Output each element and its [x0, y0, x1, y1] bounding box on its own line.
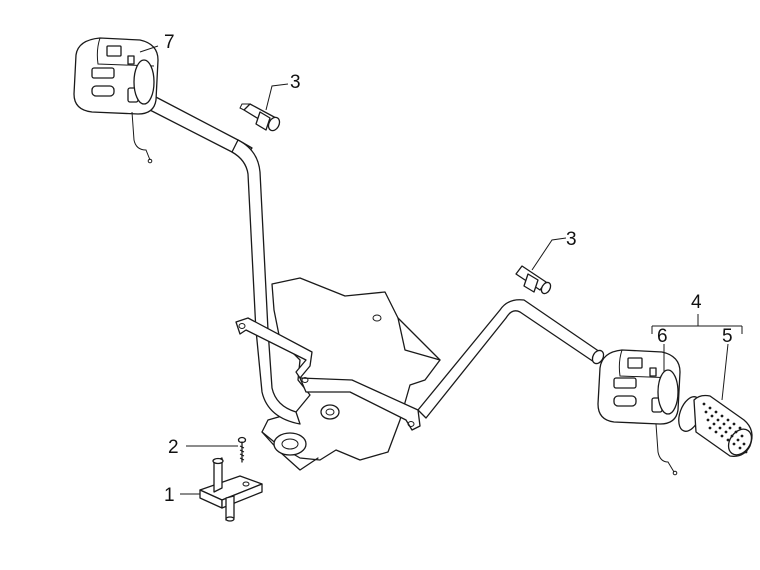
bar-end-weight-lower: [515, 265, 552, 295]
clamp-bracket: [199, 457, 263, 522]
grip-dot: [712, 422, 716, 426]
grip-dot: [704, 410, 708, 414]
callout-5: 5: [722, 326, 733, 347]
grip-dot: [742, 442, 746, 446]
grip-dot: [706, 418, 710, 422]
grip-dot: [740, 434, 744, 438]
grip-dot: [720, 434, 724, 438]
grip-dot: [702, 402, 706, 406]
callout-7: 7: [164, 32, 175, 53]
grip-dot: [738, 446, 742, 450]
grip-dot: [726, 418, 730, 422]
grip-dot: [726, 438, 730, 442]
handle-grip: [678, 394, 753, 457]
grip-dot: [734, 430, 738, 434]
callout-4: 4: [691, 292, 702, 313]
grip-dot: [724, 430, 728, 434]
bar-end-weight-upper: [239, 103, 281, 132]
grip-dot: [716, 418, 720, 422]
grip-dot: [720, 414, 724, 418]
grip-dot: [714, 410, 718, 414]
grip-dot: [730, 434, 734, 438]
right-switch-housing: [597, 349, 681, 476]
callout-1: 1: [164, 485, 175, 506]
mounting-bracket: [261, 277, 441, 471]
grip-dot: [732, 422, 736, 426]
callout-6: 6: [657, 326, 668, 347]
callout-leaders: [139, 45, 743, 495]
grip-dot: [708, 426, 712, 430]
grip-dot: [732, 442, 736, 446]
grip-dot: [736, 438, 740, 442]
grip-dot: [708, 406, 712, 410]
grip-dot: [738, 426, 742, 430]
screw: [237, 436, 247, 463]
grip-dot: [718, 426, 722, 430]
grip-dot: [744, 450, 748, 454]
callout-3-upper: 3: [290, 72, 301, 93]
grip-dot: [728, 426, 732, 430]
grip-dot: [710, 414, 714, 418]
grip-dot: [722, 422, 726, 426]
callout-labels: 7 3 3 4 6 5 2 1: [164, 32, 733, 506]
callout-2: 2: [168, 437, 179, 458]
grip-dot: [714, 430, 718, 434]
callout-3-lower: 3: [566, 229, 577, 250]
left-switch-housing: [73, 37, 159, 164]
handlebar-tube: [142, 93, 605, 431]
